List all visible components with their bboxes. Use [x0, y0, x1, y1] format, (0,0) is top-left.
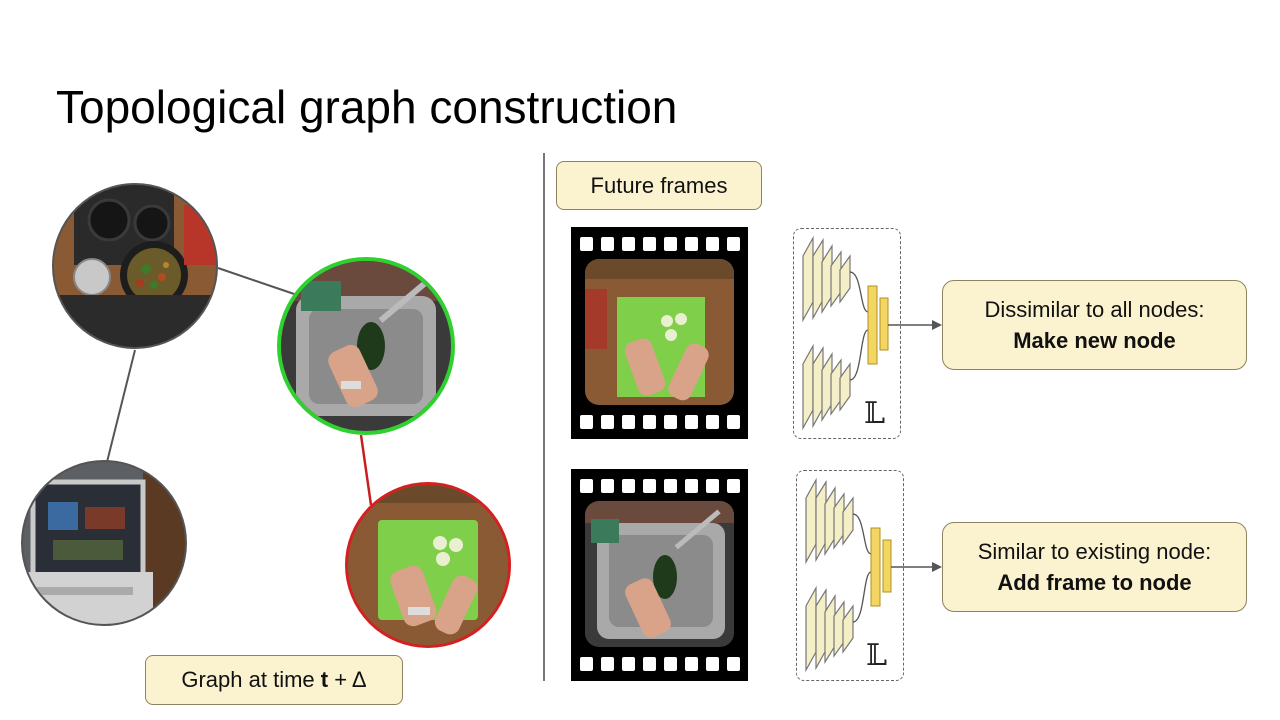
film-sprocket — [601, 237, 614, 251]
film-frame-top-image — [585, 259, 734, 405]
film-sprocket — [580, 415, 593, 429]
siamese-network-bottom — [805, 477, 942, 673]
film-sprocket — [601, 415, 614, 429]
cutting-board-image — [348, 485, 508, 645]
graph-caption: Graph at time t + Δ — [145, 655, 403, 705]
film-sprocket — [580, 657, 593, 671]
fusion-layer-bottom-1 — [870, 527, 881, 607]
loss-symbol-bottom: 𝕃 — [866, 638, 888, 673]
film-sprocket — [643, 237, 656, 251]
film-sprocket — [622, 479, 635, 493]
film-sprocket — [664, 237, 677, 251]
edge-stove-fridge — [106, 349, 136, 463]
graph-node-sink-current — [277, 257, 455, 435]
edge-sink-board — [359, 434, 373, 506]
film-sprocket — [664, 657, 677, 671]
film-sprocket — [580, 479, 593, 493]
film-sprocket — [685, 657, 698, 671]
film-sprocket — [601, 479, 614, 493]
film-sprocket — [706, 237, 719, 251]
graph-node-fridge — [21, 460, 187, 626]
encoder-box-top — [793, 228, 901, 439]
graph-node-stove — [52, 183, 218, 349]
slide-title: Topological graph construction — [56, 81, 678, 133]
encoder-stack-bottom-a — [805, 477, 854, 565]
fusion-layer-top-2 — [879, 297, 889, 351]
film-sprocket — [622, 415, 635, 429]
film-sprocket — [727, 237, 740, 251]
film-sprocket — [664, 479, 677, 493]
fusion-layer-top-1 — [867, 285, 878, 365]
fusion-layer-bottom-2 — [882, 539, 892, 593]
film-strip-top — [571, 227, 748, 439]
film-strip-bottom — [571, 469, 748, 681]
film-sprocket — [643, 415, 656, 429]
film-sprocket — [685, 415, 698, 429]
section-divider — [543, 153, 545, 681]
edge-stove-sink — [217, 267, 301, 297]
film-sprocket — [685, 237, 698, 251]
film-sprocket — [622, 657, 635, 671]
film-sprocket — [727, 657, 740, 671]
graph-node-cutting-board — [345, 482, 511, 648]
film-sprocket — [601, 657, 614, 671]
future-frames-header: Future frames — [556, 161, 762, 210]
sink-image — [281, 261, 451, 431]
decision-add-frame-line2: Add frame to node — [997, 570, 1192, 595]
film-sprocket — [580, 237, 593, 251]
future-frames-label: Future frames — [590, 172, 728, 198]
encoder-stack-top-b — [802, 343, 851, 431]
graph-caption-var: t — [320, 667, 329, 692]
decision-box-add-frame: Similar to existing node: Add frame to n… — [942, 522, 1247, 612]
decision-box-new-node: Dissimilar to all nodes: Make new node — [942, 280, 1247, 370]
film-frame-top — [585, 259, 734, 405]
encoder-box-bottom — [796, 470, 904, 681]
film-sprocket — [664, 415, 677, 429]
film-sprocket — [643, 657, 656, 671]
film-sprocket — [727, 479, 740, 493]
encoder-stack-top-a — [802, 235, 851, 323]
fridge-image — [23, 462, 185, 624]
graph-caption-suffix: + Δ — [328, 667, 367, 692]
film-sprocket — [622, 237, 635, 251]
film-frame-bottom — [585, 501, 734, 647]
encoder-stack-bottom-b — [805, 585, 854, 673]
film-sprocket — [685, 479, 698, 493]
siamese-network-top — [802, 235, 942, 431]
film-sprocket — [706, 479, 719, 493]
decision-new-node-line1: Dissimilar to all nodes: — [984, 297, 1205, 322]
film-sprocket — [706, 415, 719, 429]
graph-caption-prefix: Graph at time — [181, 667, 321, 692]
film-frame-bottom-image — [585, 501, 734, 647]
film-sprocket — [706, 657, 719, 671]
stove-image — [54, 185, 216, 347]
decision-new-node-line2: Make new node — [1013, 328, 1176, 353]
loss-symbol-top: 𝕃 — [864, 396, 886, 431]
film-sprocket — [643, 479, 656, 493]
film-sprocket — [727, 415, 740, 429]
decision-add-frame-line1: Similar to existing node: — [977, 539, 1212, 564]
